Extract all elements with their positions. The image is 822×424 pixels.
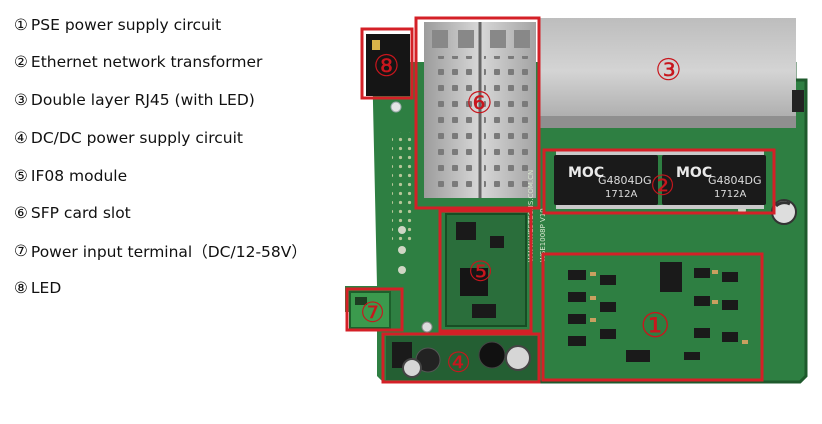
led-pin — [372, 40, 380, 50]
legend-text: IF08 module — [30, 167, 128, 185]
legend-text: PSE power supply circuit — [30, 16, 222, 34]
legend-num: ⑦ — [14, 242, 28, 260]
legend-item-dcdc: ④ DC/DC power supply circuit — [14, 123, 243, 153]
frame-sfp — [414, 16, 541, 210]
legend-item-sfp: ⑥ SFP card slot — [14, 198, 131, 228]
frame-if08 — [438, 209, 533, 333]
legend-text: Power input terminal（DC/12-58V） — [30, 243, 307, 261]
callout-5: ⑤ — [468, 255, 493, 288]
dcdc-capacitor — [505, 345, 531, 371]
legend-text: Double layer RJ45 (with LED) — [30, 91, 255, 109]
callout-7: ⑦ — [360, 296, 385, 329]
transformer-model: G4804DG — [598, 174, 652, 187]
legend-num: ⑥ — [14, 204, 28, 222]
sfp-latch — [490, 30, 506, 48]
capacitor-mark — [774, 201, 791, 208]
if08-chip — [472, 304, 496, 318]
legend-text: Ethernet network transformer — [30, 53, 263, 71]
sfp-vent-holes — [430, 56, 476, 192]
callout-8: ⑧ — [373, 49, 400, 84]
power-terminal-slot — [355, 297, 367, 305]
legend-item-led: ⑧ LED — [14, 273, 61, 303]
legend-item-power-input: ⑦ Power input terminal（DC/12-58V） — [14, 236, 307, 266]
frame-dcdc — [381, 332, 541, 384]
frame-led — [360, 27, 414, 100]
legend-item-if08: ⑤ IF08 module — [14, 161, 127, 191]
rj45-side-tab — [792, 90, 804, 112]
mounting-hole — [398, 226, 406, 234]
legend-num: ③ — [14, 91, 28, 109]
legend-num: ⑤ — [14, 167, 28, 185]
transformer-model: G4804DG — [708, 174, 762, 187]
transformer-date: 1712A — [605, 189, 637, 200]
legend-text: SFP card slot — [30, 204, 131, 222]
transformer-pins — [556, 151, 764, 209]
sfp-latch — [458, 30, 474, 48]
sfp-latch — [432, 30, 448, 48]
callout-1: ① — [640, 306, 670, 346]
callout-6: ⑥ — [466, 86, 493, 121]
callout-4: ④ — [446, 346, 471, 379]
legend-num: ① — [14, 16, 28, 34]
legend-item-rj45: ③ Double layer RJ45 (with LED) — [14, 85, 255, 115]
transformer-date: 1712A — [714, 189, 746, 200]
frame-power-input — [345, 287, 404, 332]
transformer-chip-1 — [554, 155, 658, 205]
annotation-frames — [345, 16, 776, 384]
callout-3: ③ — [655, 53, 682, 88]
rj45-housing — [540, 18, 796, 124]
pse-components — [568, 262, 738, 362]
transformer-brand: MOC — [676, 165, 712, 181]
pse-passives — [590, 270, 748, 344]
legend-num: ⑧ — [14, 279, 28, 297]
frame-transformer — [542, 148, 776, 215]
frame-pse — [541, 252, 764, 382]
mounting-hole — [398, 246, 406, 254]
if08-main-ic — [460, 268, 488, 296]
if08-chip — [490, 236, 504, 248]
legend-num: ④ — [14, 129, 28, 147]
legend-text: DC/DC power supply circuit — [30, 129, 243, 147]
sfp-latch — [514, 30, 530, 48]
transformer-brand: MOC — [568, 165, 604, 181]
transformer-chip-2 — [662, 155, 766, 205]
silk-text-2: WSE1008P V10 — [539, 208, 547, 262]
legend-num: ② — [14, 53, 28, 71]
if08-chip — [456, 222, 476, 240]
dcdc-capacitor — [478, 341, 506, 369]
mounting-hole — [398, 266, 406, 274]
mounting-hole — [421, 321, 433, 333]
rj45-housing-lip — [540, 116, 796, 128]
sfp-vent-holes — [484, 56, 530, 192]
mounting-hole — [390, 101, 402, 113]
via-field — [392, 132, 414, 242]
legend-item-transformer: ② Ethernet network transformer — [14, 47, 262, 77]
legend-item-pse: ① PSE power supply circuit — [14, 10, 221, 40]
callout-2: ② — [650, 169, 675, 202]
legend-text: LED — [30, 279, 62, 297]
dcdc-capacitor — [402, 358, 422, 378]
